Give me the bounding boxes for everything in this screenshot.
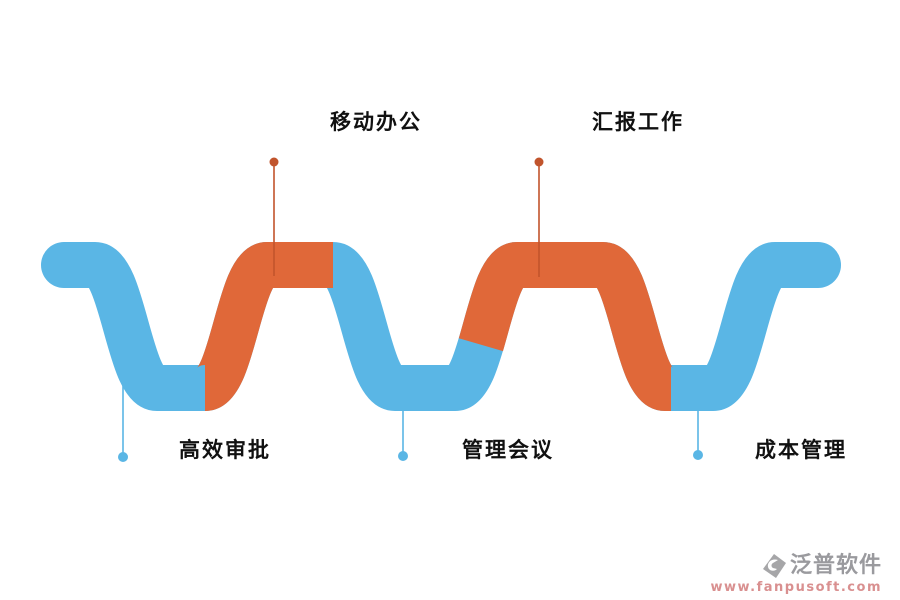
watermark-brand-text: 泛普软件	[789, 553, 882, 578]
connector-dot-approval	[118, 452, 128, 462]
watermark: 泛普软件 www.fanpusoft.com	[710, 553, 882, 594]
ribbon-blue-base	[41, 242, 841, 411]
connector-dot-meeting	[398, 451, 408, 461]
label-cost-management: 成本管理	[755, 438, 847, 462]
label-mobile-office: 移动办公	[330, 110, 422, 134]
watermark-url-text: www.fanpusoft.com	[710, 580, 882, 595]
connector-dot-report-work	[534, 157, 544, 167]
label-efficient-approval: 高效审批	[179, 438, 271, 462]
label-report-work: 汇报工作	[592, 110, 684, 134]
label-management-meeting: 管理会议	[462, 438, 554, 462]
connector-dot-cost	[693, 450, 703, 460]
ribbon-orange-segment-1	[194, 242, 333, 411]
connector-dot-mobile-office	[269, 157, 279, 167]
ribbon-orange-segment-2	[458, 242, 676, 411]
fanpu-logo-icon	[762, 554, 786, 578]
